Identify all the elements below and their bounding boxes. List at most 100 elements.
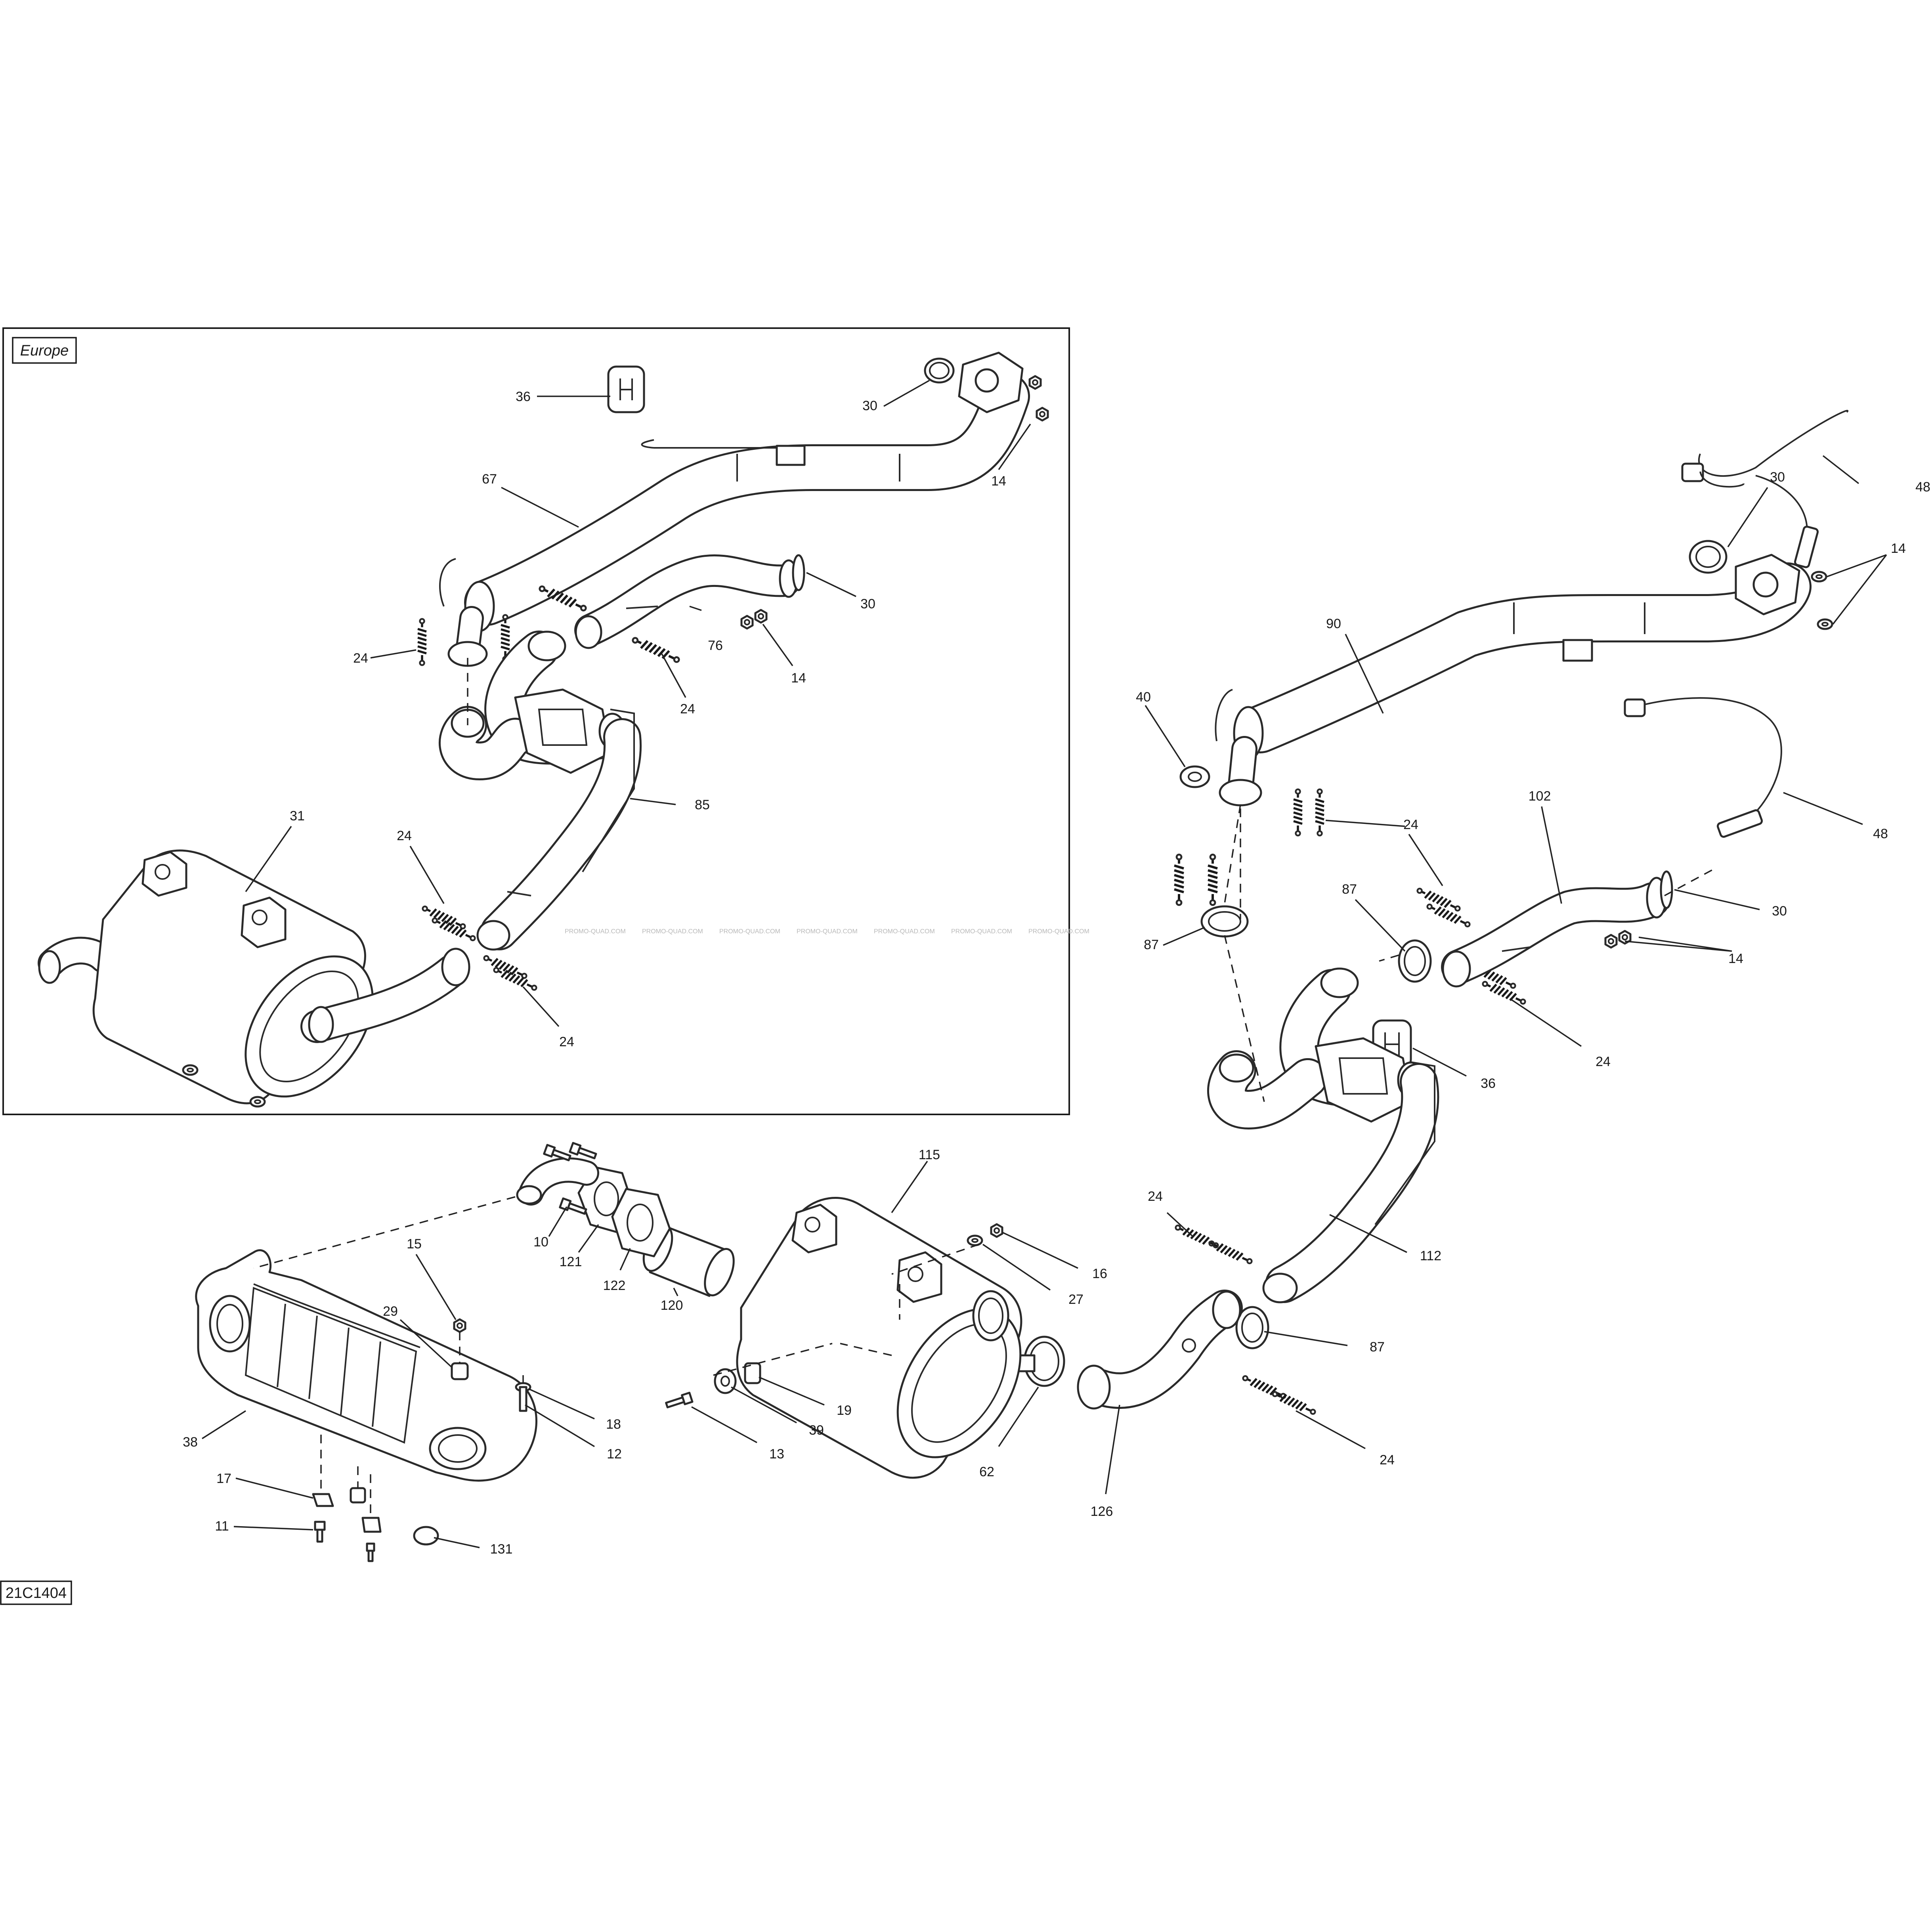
spring-24-main-a <box>1174 854 1184 905</box>
callout-24-main-right: 24 <box>1596 1054 1611 1069</box>
inset-connector-pipe <box>300 948 470 1043</box>
spacer-29 <box>451 1362 469 1380</box>
callout-13: 13 <box>769 1447 784 1462</box>
callout-24-lower-b: 24 <box>1380 1452 1395 1468</box>
gasket-30-b <box>792 554 805 591</box>
figure-code: 21C1404 <box>6 1585 67 1601</box>
front-pipe-102 <box>1441 877 1670 988</box>
watermark-1: PROMO-QUAD.COM <box>565 928 626 935</box>
inlet-elbow-10 <box>516 1157 599 1206</box>
figure-code-box <box>0 1580 72 1605</box>
clip-bottom <box>361 1517 382 1562</box>
nut-15 <box>454 1319 465 1332</box>
connector-pipe-126 <box>1077 1290 1243 1410</box>
spring-24-main-b <box>1208 854 1217 905</box>
oxygen-sensor-48-lower <box>1624 697 1782 838</box>
nut-14-main-c <box>1605 935 1617 948</box>
callout-10: 10 <box>533 1234 548 1250</box>
spring-24-g <box>483 953 528 980</box>
callout-24-inset-a: 24 <box>353 651 368 666</box>
spring-24-d <box>631 635 680 665</box>
europe-inset: Europe <box>2 327 1089 1121</box>
bolt-18 <box>515 1382 531 1412</box>
callout-90: 90 <box>1326 616 1341 631</box>
y-pipe-inset <box>439 631 638 780</box>
callout-24-inset-c: 24 <box>397 828 412 843</box>
nut-14-b <box>1037 408 1048 420</box>
callout-14-main-top: 14 <box>1891 541 1906 556</box>
nut-16 <box>991 1224 1002 1237</box>
callout-112: 112 <box>1420 1248 1441 1263</box>
callout-30-inset-a: 30 <box>862 398 877 413</box>
callout-27: 27 <box>1068 1292 1084 1307</box>
y-pipe-main <box>1207 967 1431 1129</box>
gasket-122 <box>611 1188 671 1257</box>
callout-87-main-a: 87 <box>1144 937 1159 952</box>
callout-36-main: 36 <box>1481 1076 1496 1091</box>
callout-19: 19 <box>837 1403 852 1418</box>
callout-67: 67 <box>482 472 497 487</box>
callout-24-inset-d: 24 <box>559 1034 574 1049</box>
tail-pipe-85 <box>476 709 642 951</box>
callout-24-inset-b: 24 <box>680 701 695 717</box>
callout-11: 11 <box>215 1519 229 1534</box>
grommet-131 <box>413 1526 439 1546</box>
callout-24-lower-a: 24 <box>1148 1189 1163 1204</box>
spring-24-main-f <box>1426 902 1471 929</box>
oxygen-sensor-48-top <box>1681 410 1849 568</box>
callout-40: 40 <box>1136 690 1151 705</box>
callout-62: 62 <box>979 1464 994 1479</box>
callout-36-inset: 36 <box>516 389 531 404</box>
callout-126: 126 <box>1091 1504 1113 1519</box>
callout-87-main-b: 87 <box>1342 882 1357 897</box>
callout-15: 15 <box>407 1236 422 1252</box>
callout-16: 16 <box>1092 1266 1107 1281</box>
header-pipe-67 <box>439 352 1030 667</box>
rubber-hanger-36 <box>607 365 645 413</box>
callout-122: 122 <box>603 1278 626 1293</box>
watermark-5: PROMO-QUAD.COM <box>874 928 935 935</box>
callout-87-lower: 87 <box>1370 1340 1385 1355</box>
region-tag-box <box>12 337 77 364</box>
callout-131: 131 <box>490 1542 513 1557</box>
callout-39: 39 <box>809 1423 824 1438</box>
tail-pipe-112 <box>1262 1061 1439 1303</box>
callout-17: 17 <box>216 1471 231 1486</box>
callout-48-top: 48 <box>1915 480 1930 495</box>
nut-14-a <box>1030 376 1041 389</box>
washer-27 <box>968 1236 982 1245</box>
spring-24-e <box>421 904 467 931</box>
gasket-30-main-top <box>1689 540 1728 574</box>
heat-shield-38 <box>195 1249 537 1482</box>
europe-inset-frame <box>2 327 1070 1115</box>
callout-38: 38 <box>183 1435 198 1450</box>
callout-30-main-top: 30 <box>1770 470 1785 485</box>
callout-48-lower: 48 <box>1873 826 1888 841</box>
callout-14-main-lower: 14 <box>1728 951 1743 966</box>
clip-17 <box>312 1493 334 1507</box>
callout-85: 85 <box>695 797 710 812</box>
spacer-19 <box>744 1362 761 1384</box>
callout-18: 18 <box>606 1417 621 1432</box>
bolt-13 <box>665 1393 692 1410</box>
callout-12: 12 <box>607 1447 622 1462</box>
callout-120: 120 <box>661 1298 683 1313</box>
spring-24-main-h <box>1481 979 1527 1006</box>
nut-14-c <box>741 616 753 629</box>
callout-102: 102 <box>1529 789 1551 804</box>
clamp-62 <box>1013 1336 1065 1387</box>
washer-39 <box>714 1368 737 1394</box>
muffler-31 <box>38 849 374 1121</box>
callout-31: 31 <box>290 808 305 824</box>
alignment-lines <box>253 658 1716 1518</box>
watermark-3: PROMO-QUAD.COM <box>719 928 780 935</box>
header-pipe-90 <box>1215 554 1812 806</box>
callout-14-inset-b: 14 <box>791 671 806 686</box>
watermark-2: PROMO-QUAD.COM <box>642 928 703 935</box>
grommet-heat-shield <box>350 1487 366 1504</box>
watermark-4: PROMO-QUAD.COM <box>797 928 858 935</box>
callout-30-main-lower: 30 <box>1772 904 1787 919</box>
callout-29: 29 <box>383 1304 398 1319</box>
region-tag: Europe <box>20 342 69 359</box>
